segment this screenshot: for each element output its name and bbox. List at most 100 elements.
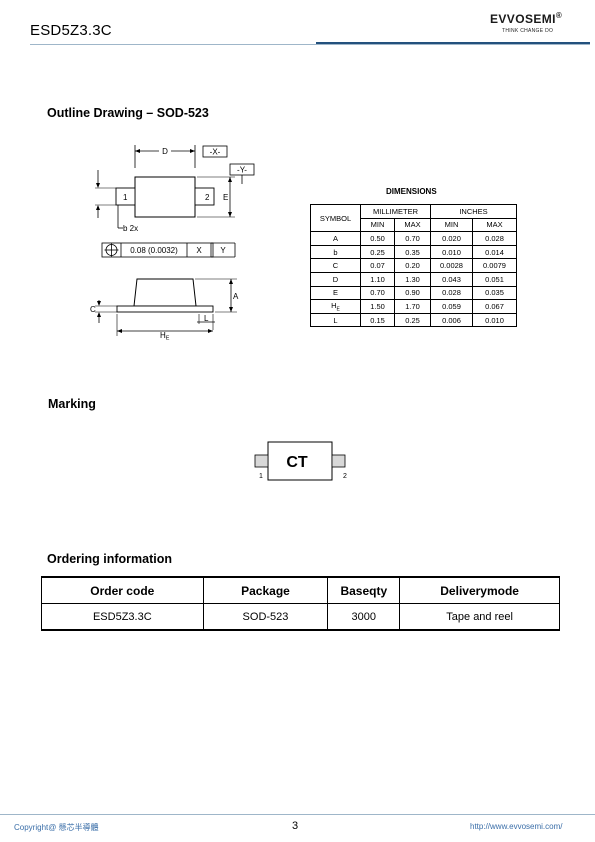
dimension-value-cell: 0.035 xyxy=(472,285,517,301)
d-label-mask xyxy=(159,145,171,156)
dimensions-table: SYMBOL MILLIMETER INCHES MIN MAX MIN MAX… xyxy=(310,203,517,328)
dimension-value-cell: 1.30 xyxy=(394,271,431,287)
he-label-sub: E xyxy=(166,336,170,342)
a-label: A xyxy=(233,292,239,301)
x-datum-label: -X- xyxy=(210,148,221,157)
dimension-symbol-cell: E xyxy=(310,285,361,301)
footer-copyright: Copyright@ 懸芯半導體 xyxy=(14,823,99,832)
c-arrow-bottom xyxy=(97,312,101,317)
ordering-title: Ordering information xyxy=(47,552,172,566)
b-label: b 2x xyxy=(123,224,138,233)
dimension-symbol-cell: L xyxy=(310,312,361,328)
dimension-value-cell: 0.25 xyxy=(360,244,395,260)
millimeter-header: MILLIMETER xyxy=(360,204,431,219)
dimension-value-cell: 0.010 xyxy=(472,312,517,328)
deliverymode-header: Deliverymode xyxy=(399,576,560,604)
package-body-top xyxy=(134,176,196,218)
dimension-symbol-cell: C xyxy=(310,258,361,273)
l-label: L xyxy=(204,314,209,323)
in-max-header: MAX xyxy=(472,217,517,233)
he-label-main: H xyxy=(160,331,166,340)
pin1-pad xyxy=(115,187,136,206)
dimension-value-cell: 0.35 xyxy=(394,244,431,260)
marking-pin2-label: 2 xyxy=(343,473,347,480)
brand-logo: EVVOSEMI® xyxy=(490,11,562,26)
in-min-header: MIN xyxy=(430,217,473,233)
dimension-value-cell: 1.10 xyxy=(360,271,395,287)
dimension-value-cell: 0.70 xyxy=(360,285,395,301)
outline-drawing: D -X- -Y- 1 2 E b 2x 0.08 (0.0032) X Y A xyxy=(90,145,255,342)
deliverymode-cell: Tape and reel xyxy=(399,603,560,631)
dimension-value-cell: 1.70 xyxy=(394,299,431,314)
dimension-symbol-cell: HE xyxy=(310,299,361,314)
pin2-label: 2 xyxy=(205,193,210,202)
b-arrow-bottom xyxy=(96,205,100,210)
e-arrow-bottom xyxy=(228,212,232,217)
marking-drawing: CT 1 2 xyxy=(254,441,347,481)
pin1-label: 1 xyxy=(123,193,128,202)
symbol-main: H xyxy=(331,300,337,310)
d-arrow-right xyxy=(190,149,195,153)
dimension-value-cell: 0.028 xyxy=(472,231,517,246)
dimension-value-cell: 0.70 xyxy=(394,231,431,246)
marking-pin1-lead xyxy=(254,454,269,468)
symbol-header: SYMBOL xyxy=(310,203,361,233)
d-arrow-left xyxy=(135,149,140,153)
dimension-value-cell: 0.010 xyxy=(430,244,473,260)
tolerance-ref-x: X xyxy=(196,246,202,255)
marking-code: CT xyxy=(286,454,308,471)
y-datum-label: -Y- xyxy=(237,166,247,175)
a-arrow-top xyxy=(229,279,233,284)
mm-max-header: MAX xyxy=(394,217,431,233)
footer-rule xyxy=(0,814,595,815)
registered-mark: ® xyxy=(555,11,563,20)
outline-drawing-title: Outline Drawing – SOD-523 xyxy=(47,106,209,120)
dimension-value-cell: 0.25 xyxy=(394,312,431,328)
dimension-value-cell: 0.07 xyxy=(360,258,395,273)
baseqty-header: Baseqty xyxy=(327,576,401,604)
e-arrow-top xyxy=(228,177,232,182)
pin2-pad xyxy=(194,187,215,206)
dimension-value-cell: 0.020 xyxy=(430,231,473,246)
header-rule xyxy=(30,44,590,45)
header-rule-accent xyxy=(316,42,590,44)
inches-header: INCHES xyxy=(430,204,517,219)
order-code-header: Order code xyxy=(41,576,204,604)
brand-name: EVVOSEMI xyxy=(490,12,556,26)
dimension-value-cell: 0.014 xyxy=(472,244,517,260)
he-arrow-left xyxy=(117,329,122,333)
dimension-value-cell: 0.20 xyxy=(394,258,431,273)
mm-min-header: MIN xyxy=(360,217,395,233)
b-arrow-top xyxy=(96,183,100,188)
brand-tagline: THINK CHANGE DO xyxy=(502,28,554,34)
marking-pin2-lead xyxy=(331,454,346,468)
ordering-table: Order code Package Baseqty Deliverymode … xyxy=(41,576,560,631)
dimension-symbol-cell: A xyxy=(310,231,361,246)
footer-url[interactable]: http://www.evvosemi.com/ xyxy=(470,822,563,831)
c-arrow-top xyxy=(97,301,101,306)
marking-title: Marking xyxy=(48,397,96,411)
page-number: 3 xyxy=(292,820,299,832)
marking-pin1-label: 1 xyxy=(259,473,263,480)
dimensions-title: DIMENSIONS xyxy=(386,187,437,196)
dimension-value-cell: 0.059 xyxy=(430,299,473,314)
dimension-value-cell: 0.051 xyxy=(472,271,517,287)
dimension-value-cell: 0.15 xyxy=(360,312,395,328)
d-label: D xyxy=(162,147,168,156)
dimension-value-cell: 0.0028 xyxy=(430,258,473,273)
c-label: C xyxy=(90,305,96,314)
package-body-side xyxy=(133,278,197,307)
package-header: Package xyxy=(202,576,329,604)
tolerance-frame xyxy=(101,242,214,258)
package-cell: SOD-523 xyxy=(202,603,329,631)
baseqty-cell: 3000 xyxy=(327,603,401,631)
tolerance-ref-y: Y xyxy=(220,246,226,255)
dimension-value-cell: 1.50 xyxy=(360,299,395,314)
dimension-value-cell: 0.0079 xyxy=(472,258,517,273)
